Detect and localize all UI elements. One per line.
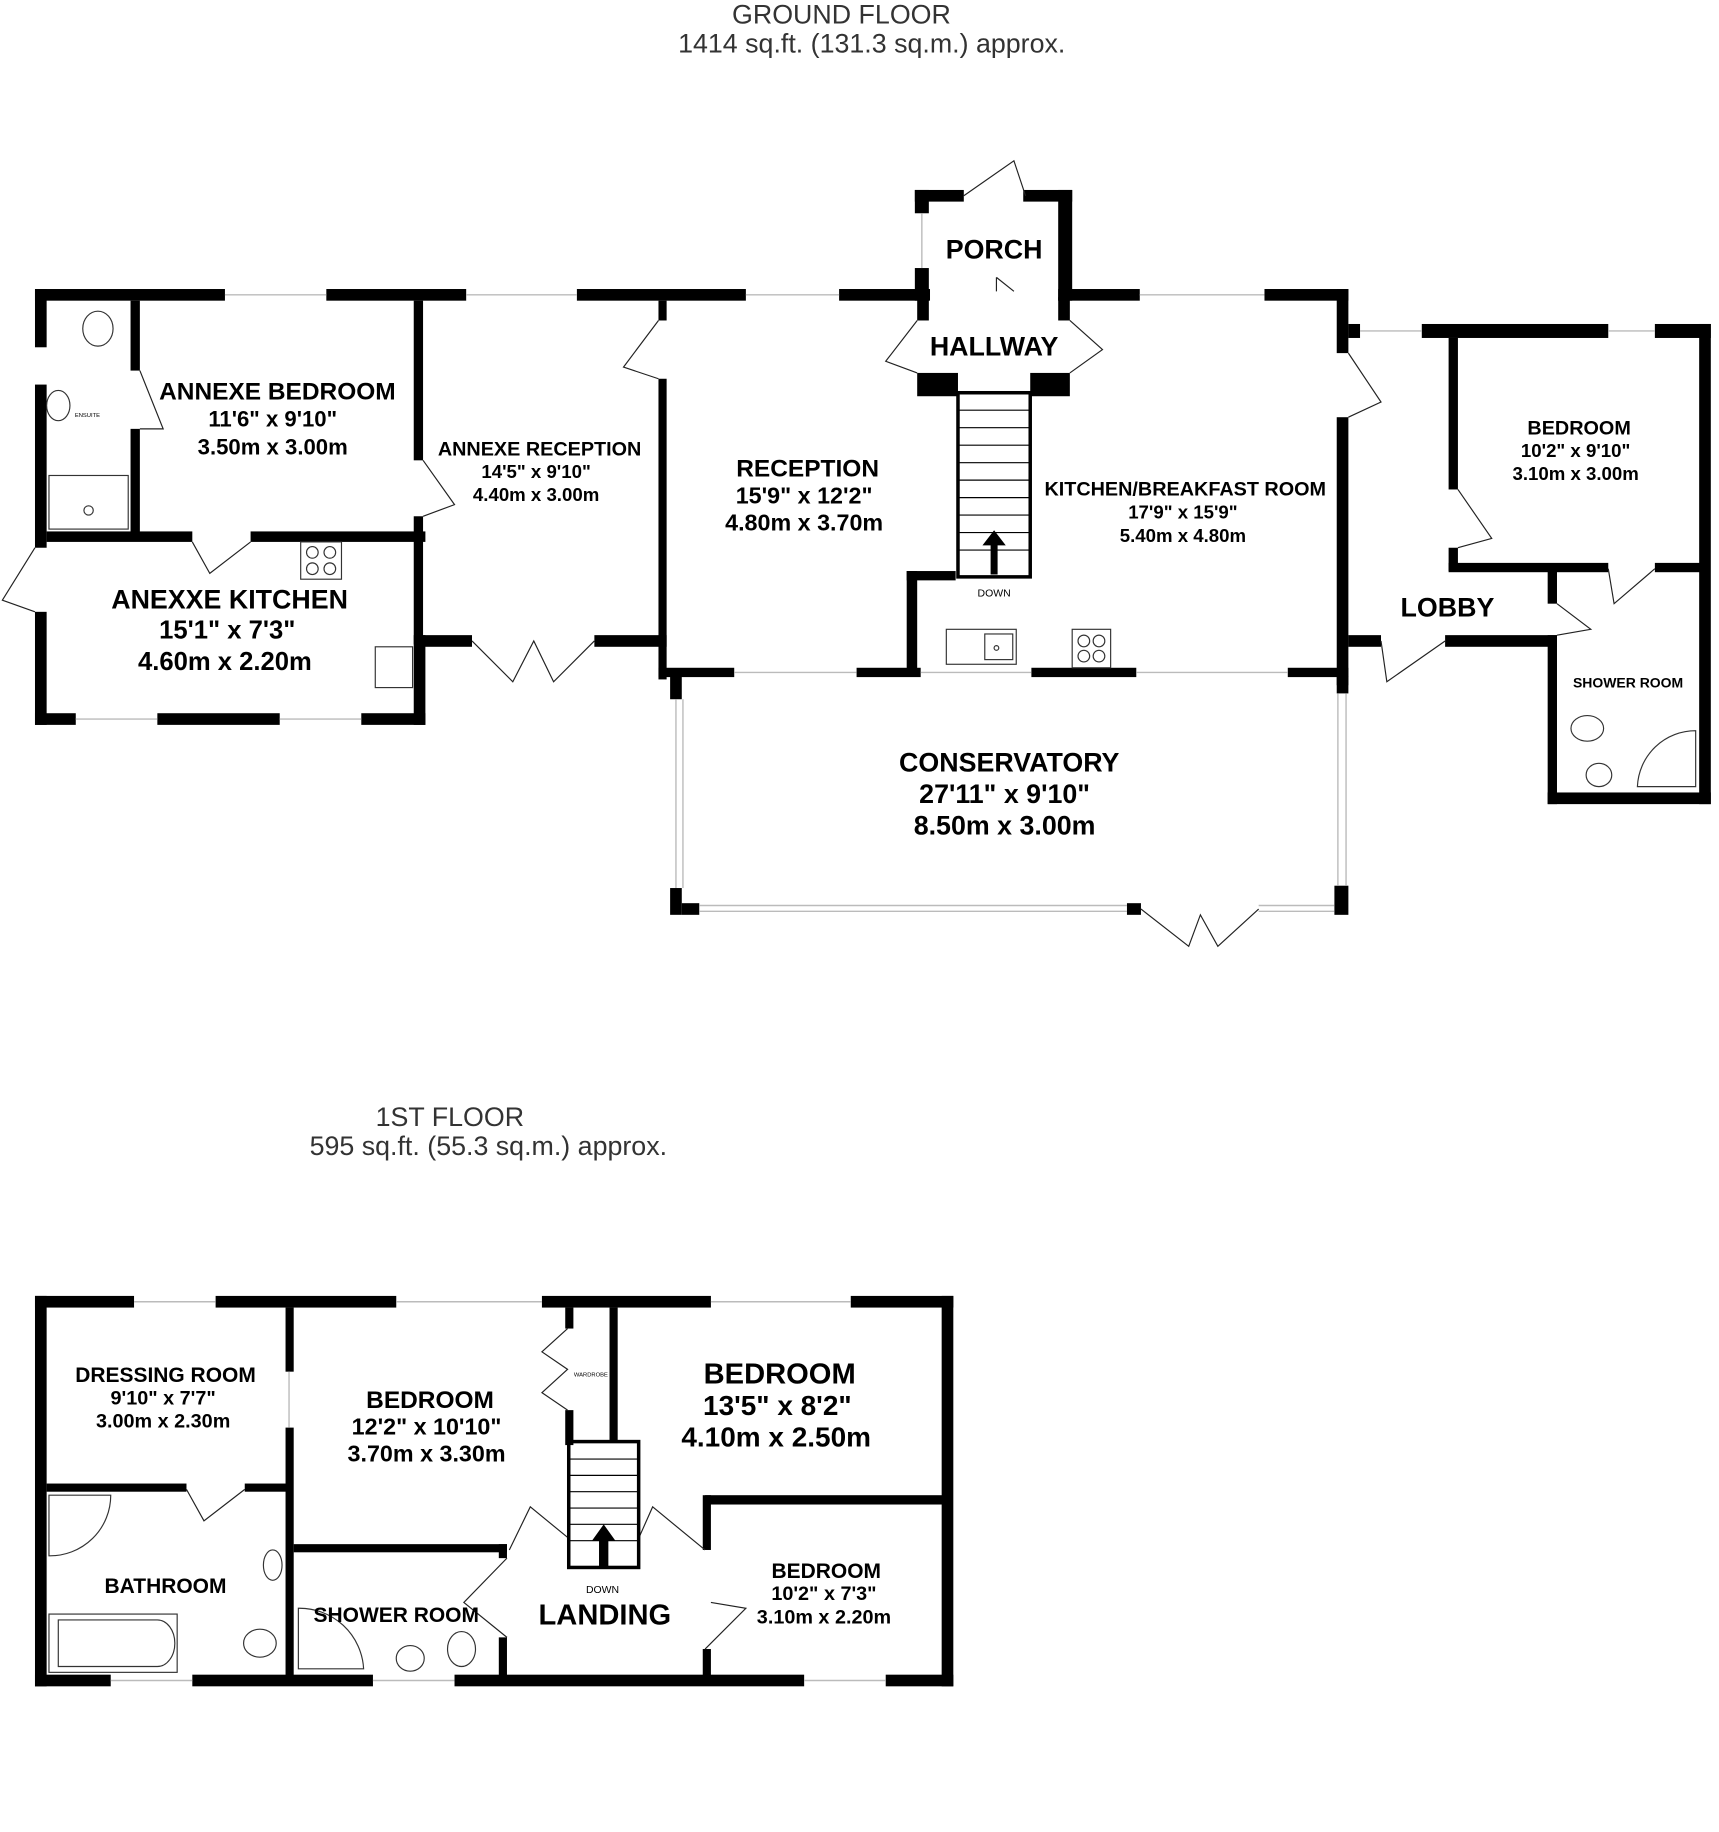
room-metric: 5.40m x 4.80m: [1120, 525, 1246, 546]
room-name: BEDROOM: [1527, 418, 1630, 440]
shower-tray-icon: [48, 474, 129, 530]
first-floor-doors: [185, 1328, 748, 1650]
room-imperial: 15'9" x 12'2": [736, 482, 873, 508]
room-name: ANEXXE KITCHEN: [111, 584, 348, 614]
room-name: PORCH: [946, 235, 1043, 265]
room-metric: 3.00m x 2.30m: [96, 1411, 230, 1433]
first-floor: 1ST FLOOR 595 sq.ft. (55.3 sq.m.) approx…: [34, 1102, 954, 1687]
room-name: HALLWAY: [930, 331, 1059, 361]
ground-floor-title: GROUND FLOOR: [732, 0, 951, 29]
room-metric: 4.40m x 3.00m: [473, 484, 599, 505]
room-metric: 4.10m x 2.50m: [681, 1421, 871, 1452]
room-name: BATHROOM: [105, 1575, 227, 1598]
ground-floor-fixtures: DOWN ENSUITE: [46, 310, 1697, 788]
first-floor-room-labels: DRESSING ROOM 9'10" x 7'7" 3.00m x 2.30m…: [75, 1358, 891, 1631]
bath-icon: [48, 1613, 178, 1673]
hob-icon: [300, 541, 343, 580]
first-floor-title: 1ST FLOOR: [376, 1102, 524, 1132]
ground-floor-room-labels: PORCH HALLWAY ANNEXE BEDROOM 11'6" x 9'1…: [111, 235, 1683, 841]
room-metric: 3.10m x 3.00m: [1512, 463, 1638, 484]
room-name: CONSERVATORY: [899, 747, 1119, 777]
room-name: SHOWER ROOM: [1573, 675, 1683, 691]
room-metric: 8.50m x 3.00m: [914, 810, 1096, 840]
ground-floor-walls: [34, 189, 1711, 915]
ground-floor-doors: [1, 159, 1656, 948]
down-label: DOWN: [978, 589, 1011, 600]
room-name: ANNEXE RECEPTION: [438, 439, 641, 461]
first-floor-fixtures: DOWN WARDROBE: [48, 1372, 641, 1673]
sink-icon: [374, 646, 414, 689]
toilet-icon: [243, 1628, 277, 1658]
toilet-icon: [446, 1630, 477, 1668]
room-name: DRESSING ROOM: [75, 1364, 256, 1387]
room-name: LOBBY: [1401, 592, 1495, 622]
basin-icon: [395, 1644, 425, 1672]
room-name: BEDROOM: [366, 1387, 494, 1414]
first-floor-area: 595 sq.ft. (55.3 sq.m.) approx.: [310, 1131, 667, 1161]
wardrobe-label: WARDROBE: [574, 1372, 608, 1378]
room-imperial: 12'2" x 10'10": [352, 1414, 502, 1440]
stair-arrow-icon: [982, 530, 1006, 575]
room-metric: 4.60m x 2.20m: [138, 648, 312, 676]
staircase: [566, 1439, 641, 1570]
sink-icon: [945, 628, 1017, 665]
room-imperial: 14'5" x 9'10": [481, 461, 590, 482]
room-imperial: 10'2" x 7'3": [771, 1583, 876, 1605]
corner-shower-icon: [297, 1607, 365, 1670]
down-label: DOWN: [586, 1585, 619, 1596]
basin-icon: [262, 1549, 283, 1581]
ground-floor-area: 1414 sq.ft. (131.3 sq.m.) approx.: [678, 28, 1065, 58]
first-floor-walls: [34, 1295, 954, 1687]
room-metric: 3.70m x 3.30m: [348, 1440, 506, 1466]
room-imperial: 13'5" x 8'2": [703, 1390, 852, 1421]
room-name: SHOWER ROOM: [314, 1604, 479, 1627]
corner-shower-icon: [48, 1494, 112, 1557]
room-name: BEDROOM: [772, 1560, 882, 1583]
room-metric: 4.80m x 3.70m: [725, 509, 883, 535]
toilet-icon: [1570, 714, 1605, 742]
room-imperial: 11'6" x 9'10": [208, 407, 337, 432]
hob-icon: [1071, 628, 1112, 669]
basin-icon: [46, 389, 71, 422]
room-name: LANDING: [539, 1600, 672, 1632]
stair-arrow-icon: [592, 1524, 616, 1568]
room-imperial: 17'9" x 15'9": [1128, 502, 1237, 523]
room-imperial: 9'10" x 7'7": [111, 1387, 216, 1409]
basin-icon: [1585, 762, 1613, 788]
room-name: KITCHEN/BREAKFAST ROOM: [1044, 478, 1326, 500]
room-metric: 3.50m x 3.00m: [198, 435, 348, 460]
room-name: RECEPTION: [736, 456, 879, 483]
ground-floor: GROUND FLOOR 1414 sq.ft. (131.3 sq.m.) a…: [1, 0, 1711, 948]
staircase: [956, 390, 1032, 579]
room-imperial: 27'11" x 9'10": [919, 779, 1090, 809]
room-name: ANNEXE BEDROOM: [159, 379, 396, 406]
room-name: BEDROOM: [704, 1358, 856, 1390]
room-imperial: 15'1" x 7'3": [159, 617, 295, 645]
toilet-icon: [82, 310, 114, 347]
corner-shower-icon: [1636, 730, 1697, 788]
ensuite-label: ENSUITE: [75, 413, 100, 419]
room-imperial: 10'2" x 9'10": [1521, 440, 1630, 461]
room-metric: 3.10m x 2.20m: [757, 1606, 891, 1628]
